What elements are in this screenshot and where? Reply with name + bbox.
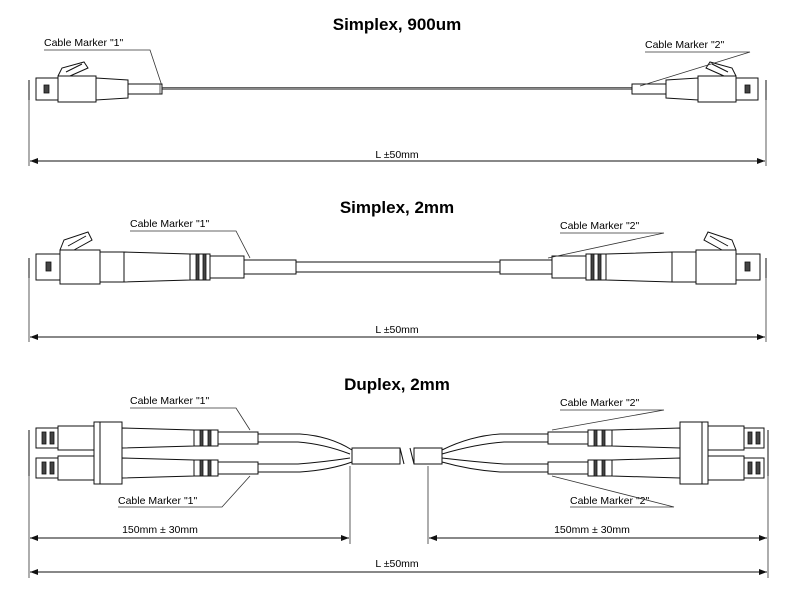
cable-marker-label-bottom-right: Cable Marker "2" <box>570 495 650 507</box>
breakout-cables-right <box>409 433 548 473</box>
length-dimension: L ±50mm <box>375 324 419 336</box>
lc-connector-right <box>499 231 767 285</box>
duplex-lc-connector-right <box>547 421 769 485</box>
lc-connector-right <box>631 61 767 103</box>
section-simplex-900um: Simplex, 900um Cab <box>28 15 767 166</box>
lc-connector-left <box>28 61 163 103</box>
cable-marker-label-right: Cable Marker "2" <box>645 39 725 51</box>
breakout-dimension-right: 150mm ± 30mm <box>554 524 630 536</box>
cable-marker-label-right: Cable Marker "2" <box>560 220 640 232</box>
section-title: Simplex, 2mm <box>340 198 454 217</box>
length-dimension: L ±50mm <box>375 149 419 161</box>
cable-marker-label-top-right: Cable Marker "2" <box>560 397 640 409</box>
cable-marker-label-bottom-left: Cable Marker "1" <box>118 495 198 507</box>
duplex-lc-connector-left <box>28 421 259 485</box>
cable-marker-label-top-left: Cable Marker "1" <box>130 395 210 407</box>
section-duplex-2mm: Duplex, 2mm <box>28 375 769 578</box>
lc-connector-left <box>28 231 297 285</box>
section-title: Simplex, 900um <box>333 15 462 34</box>
cable-marker-label-left: Cable Marker "1" <box>44 37 124 49</box>
breakout-dimension-left: 150mm ± 30mm <box>122 524 198 536</box>
breakout-cables-left <box>258 433 405 473</box>
section-simplex-2mm: Simplex, 2mm <box>28 198 767 342</box>
cable-marker-label-left: Cable Marker "1" <box>130 218 210 230</box>
section-title: Duplex, 2mm <box>344 375 450 394</box>
length-dimension: L ±50mm <box>375 558 419 570</box>
